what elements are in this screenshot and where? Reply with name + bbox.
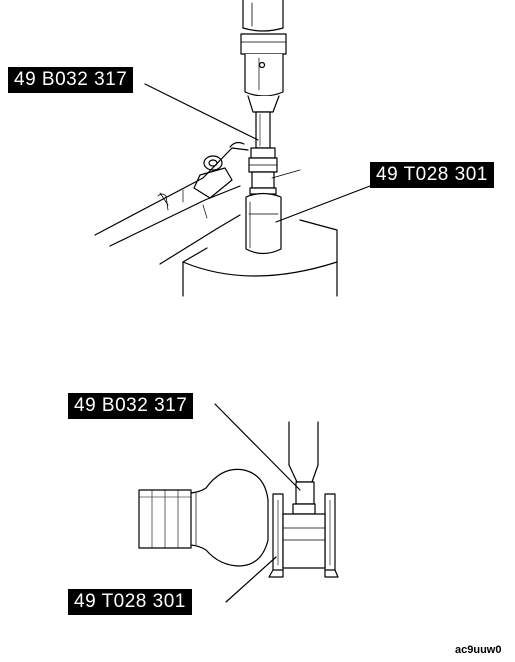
leader-line-b032-top xyxy=(145,84,258,140)
tool-t028-301 xyxy=(246,194,281,254)
press-ram xyxy=(241,0,286,112)
leader-line-t028-top xyxy=(276,186,370,222)
label-t028-301-bottom: 49 T028 301 xyxy=(68,589,192,615)
press-ram-bottom xyxy=(289,422,318,482)
control-arm-top xyxy=(95,143,300,264)
leader-line-t028-bottom xyxy=(226,557,276,602)
figure-reference-code: ac9uuw0 xyxy=(455,644,502,656)
label-b032-317-top: 49 B032 317 xyxy=(8,67,134,93)
top-press-assembly xyxy=(95,0,370,296)
bottom-press-assembly xyxy=(139,404,338,602)
support-block xyxy=(183,220,337,296)
ball-joint-body xyxy=(139,469,268,566)
label-t028-301-top: 49 T028 301 xyxy=(370,162,494,188)
label-b032-317-bottom: 49 B032 317 xyxy=(68,393,194,419)
tool-b032-317 xyxy=(249,112,277,194)
knuckle-bracket xyxy=(269,494,338,577)
leader-line-b032-bottom xyxy=(215,404,300,490)
